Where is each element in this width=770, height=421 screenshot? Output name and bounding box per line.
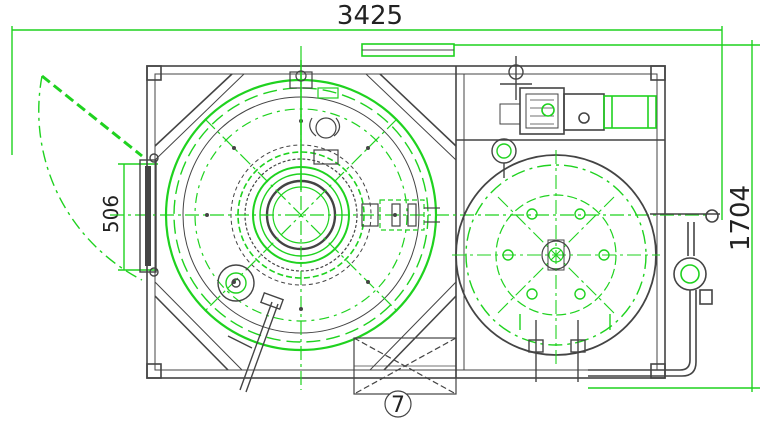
- discharge-pipe: [227, 291, 285, 393]
- lifting-eye: [500, 56, 532, 100]
- dimension-overall-width: [11, 26, 723, 220]
- dimension-hatch-opening-label: 506: [99, 195, 123, 233]
- top-inspection-hatch: [361, 43, 455, 57]
- dimension-hatch-opening: [118, 163, 158, 271]
- drive-motor: [499, 87, 657, 135]
- secondary-vessel-legs: [519, 314, 611, 382]
- base-frame: [146, 65, 666, 379]
- vent-valve: [289, 60, 341, 190]
- side-piping: [588, 209, 720, 377]
- dimension-overall-height: [454, 40, 760, 392]
- pressure-gauge: [491, 138, 517, 178]
- callout-item-7-label: 7: [391, 393, 405, 418]
- dimension-overall-width-label: 3425: [337, 1, 403, 31]
- secondary-vessel-centerlines: [452, 150, 660, 365]
- callout-item-7: 7: [384, 390, 412, 418]
- dimension-overall-height-label: 1704: [726, 185, 756, 251]
- drive-clamp-left: [139, 153, 159, 277]
- discharge-chute: [353, 337, 457, 395]
- coupling-flange: [361, 199, 440, 231]
- door-swing-arc: [38, 74, 143, 281]
- sight-glass: [217, 264, 255, 302]
- secondary-vessel-nozzles: [502, 208, 610, 300]
